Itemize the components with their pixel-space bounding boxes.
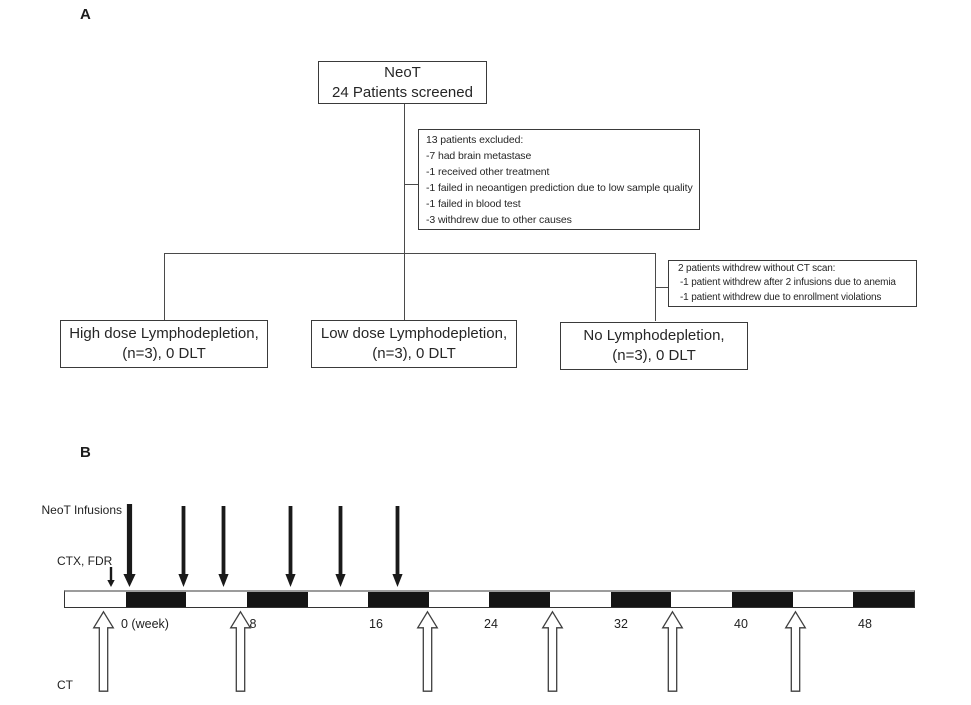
arm-box-high-dose: High dose Lymphodepletion, (n=3), 0 DLT <box>60 320 268 368</box>
ct-scan-arrow <box>416 610 438 692</box>
connector-excluded-stub <box>405 184 418 185</box>
timeline-bar <box>64 590 915 608</box>
week-label: 16 <box>369 617 383 631</box>
timeline-segment-black <box>246 592 308 607</box>
withdrew-box: 2 patients withdrew without CT scan: -1 … <box>668 260 917 307</box>
week-label: 8 <box>249 617 257 631</box>
arm-box-detail: (n=3), 0 DLT <box>612 347 696 364</box>
timeline-segment-white <box>428 592 490 607</box>
withdrew-line: -1 patient withdrew after 2 infusions du… <box>680 277 896 289</box>
neot-infusion-arrow <box>217 506 229 587</box>
timeline-segment-black <box>610 592 672 607</box>
week-label: 40 <box>734 617 748 631</box>
neot-infusion-arrow <box>122 504 136 587</box>
ct-label: CT <box>57 678 73 692</box>
timeline-segment-black <box>489 592 551 607</box>
panel-b-label: B <box>80 444 91 461</box>
ctx-fdr-label: CTX, FDR <box>57 554 113 568</box>
timeline-segment-white <box>792 592 854 607</box>
ct-scan-arrow <box>229 610 251 692</box>
excluded-line: -3 withdrew due to other causes <box>426 213 572 226</box>
excluded-line: -1 received other treatment <box>426 165 550 178</box>
ct-scan-arrow <box>661 610 683 692</box>
connector-main-vertical <box>404 104 405 320</box>
ct-scan-arrow <box>92 610 114 692</box>
neot-infusion-arrow <box>334 506 346 587</box>
timeline-segment-white <box>65 592 126 607</box>
screened-box-count: 24 Patients screened <box>332 83 473 101</box>
week-label: 32 <box>614 617 628 631</box>
neot-infusion-arrow <box>177 506 189 587</box>
week-label: 48 <box>858 617 872 631</box>
timeline-segment-white <box>671 592 733 607</box>
timeline-segment-white <box>550 592 611 607</box>
ct-scan-arrow <box>784 610 806 692</box>
timeline-segment-black <box>368 592 429 607</box>
timeline-segment-black <box>125 592 187 607</box>
timeline-segment-black <box>732 592 793 607</box>
timeline-segment-white <box>186 592 247 607</box>
arm-box-detail: (n=3), 0 DLT <box>372 345 456 362</box>
arm-box-detail: (n=3), 0 DLT <box>122 345 206 362</box>
arm-box-low-dose: Low dose Lymphodepletion, (n=3), 0 DLT <box>311 320 517 368</box>
arm-box-title: Low dose Lymphodepletion, <box>320 325 508 342</box>
withdrew-line: -1 patient withdrew due to enrollment vi… <box>680 291 882 303</box>
connector-branch-horizontal <box>164 253 656 254</box>
arm-box-no-lympho: No Lymphodepletion, (n=3), 0 DLT <box>560 322 748 370</box>
screened-box-title: NeoT <box>384 63 421 81</box>
neot-infusion-arrow <box>391 506 403 587</box>
timeline-segment-black <box>853 592 914 607</box>
ct-scan-arrow <box>541 610 563 692</box>
excluded-line: -1 failed in blood test <box>426 197 521 210</box>
connector-drop-left <box>164 253 165 320</box>
week-label: 24 <box>484 617 498 631</box>
arm-box-title: High dose Lymphodepletion, <box>69 325 259 342</box>
excluded-box: 13 patients excluded: -7 had brain metas… <box>418 129 700 230</box>
neot-infusion-arrow <box>284 506 296 587</box>
screened-box: NeoT 24 Patients screened <box>318 61 487 104</box>
timeline-segment-white <box>307 592 369 607</box>
ctx-fdr-arrow <box>107 567 115 587</box>
withdrew-line: 2 patients withdrew without CT scan: <box>678 262 836 274</box>
excluded-line: 13 patients excluded: <box>426 133 524 146</box>
arm-box-title: No Lymphodepletion, <box>583 327 725 344</box>
infusions-label: NeoT Infusions <box>41 503 123 517</box>
excluded-line: -7 had brain metastase <box>426 149 532 162</box>
panel-a-label: A <box>80 6 91 23</box>
excluded-line: -1 failed in neoantigen prediction due t… <box>426 181 693 194</box>
connector-withdrew-stub <box>655 287 668 288</box>
week-label: 0 (week) <box>121 617 169 631</box>
